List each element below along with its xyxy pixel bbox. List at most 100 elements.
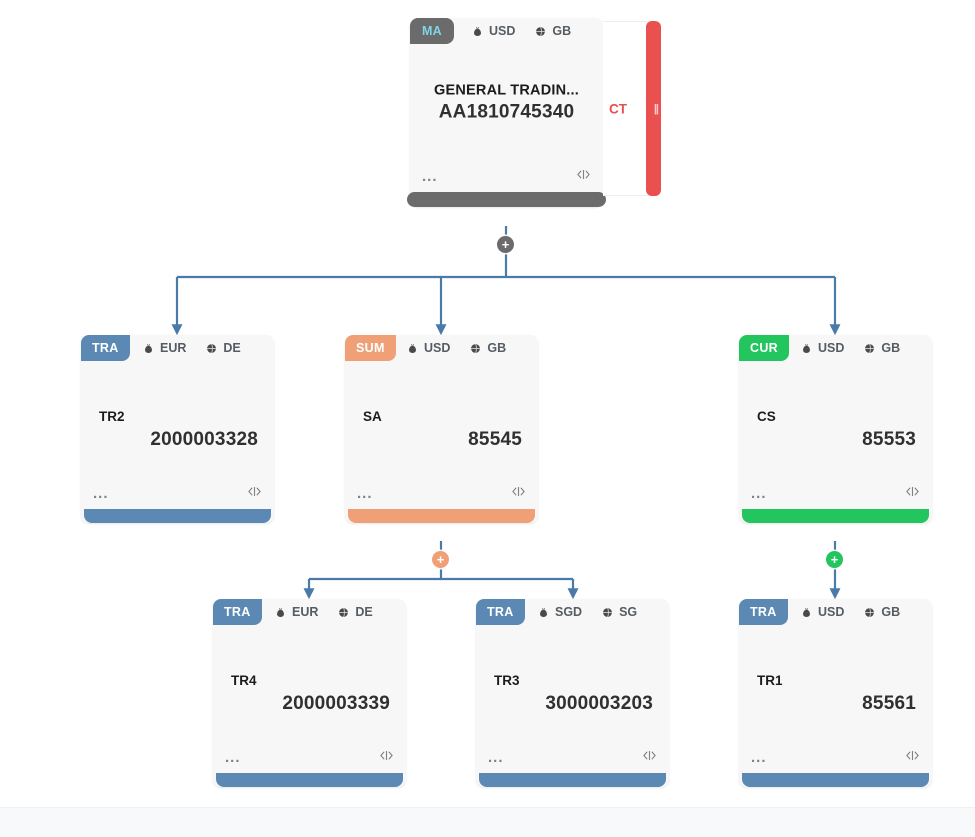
country-meta: DE bbox=[206, 341, 241, 355]
node-type-badge[interactable]: TRA bbox=[81, 335, 130, 361]
flag-label: CT bbox=[609, 101, 627, 116]
node-card-sum[interactable]: SUM USD GB SA 85545 .. bbox=[345, 335, 538, 523]
globe-icon bbox=[864, 607, 875, 618]
currency-label: EUR bbox=[292, 605, 319, 619]
currency-meta: USD bbox=[472, 24, 515, 38]
currency-meta: USD bbox=[407, 341, 450, 355]
node-body: TR2 2000003328 bbox=[81, 361, 274, 479]
country-label: DE bbox=[223, 341, 241, 355]
country-meta: SG bbox=[602, 605, 637, 619]
node-body: GENERAL TRADIN... AA1810745340 bbox=[410, 44, 603, 162]
node-type-badge[interactable]: TRA bbox=[213, 599, 262, 625]
node-account-number: 2000003328 bbox=[150, 429, 258, 450]
country-label: GB bbox=[881, 341, 901, 355]
ellipsis-icon[interactable]: ... bbox=[751, 749, 767, 766]
code-brackets-icon[interactable] bbox=[905, 748, 920, 768]
globe-icon bbox=[338, 607, 349, 618]
node-footer: ... bbox=[81, 479, 274, 509]
ellipsis-icon[interactable]: ... bbox=[93, 485, 109, 502]
currency-label: USD bbox=[489, 24, 516, 38]
country-label: GB bbox=[487, 341, 507, 355]
money-bag-icon bbox=[538, 607, 549, 618]
node-type-badge[interactable]: CUR bbox=[739, 335, 789, 361]
node-primary-text: GENERAL TRADIN... AA1810745340 bbox=[410, 83, 603, 124]
globe-icon bbox=[864, 343, 875, 354]
node-body: TR4 2000003339 bbox=[213, 625, 406, 743]
expand-children-button-sum[interactable]: + bbox=[432, 551, 449, 568]
country-meta: GB bbox=[535, 24, 571, 38]
currency-meta: EUR bbox=[143, 341, 186, 355]
country-meta: GB bbox=[864, 341, 900, 355]
node-account-number: 3000003203 bbox=[545, 693, 653, 714]
country-meta: GB bbox=[470, 341, 506, 355]
node-accent-bar bbox=[742, 509, 929, 523]
money-bag-icon bbox=[472, 26, 483, 37]
ellipsis-icon[interactable]: ... bbox=[357, 485, 373, 502]
country-label: SG bbox=[619, 605, 638, 619]
country-label: GB bbox=[881, 605, 901, 619]
node-header: TRA EUR DE bbox=[213, 599, 406, 625]
node-header: MA USD GB bbox=[410, 18, 603, 44]
money-bag-icon bbox=[407, 343, 418, 354]
node-sub-label: TR4 bbox=[231, 673, 257, 688]
node-card-tra-tr4[interactable]: TRA EUR DE TR4 2000003339 bbox=[213, 599, 406, 787]
node-footer: ... bbox=[739, 479, 932, 509]
node-type-badge[interactable]: TRA bbox=[739, 599, 788, 625]
node-accent-bar bbox=[479, 773, 666, 787]
code-brackets-icon[interactable] bbox=[642, 748, 657, 768]
ellipsis-icon[interactable]: ... bbox=[422, 168, 438, 185]
node-footer: ... bbox=[213, 743, 406, 773]
node-type-badge[interactable]: MA bbox=[410, 18, 454, 44]
globe-icon bbox=[206, 343, 217, 354]
node-sub-label: TR1 bbox=[757, 673, 783, 688]
node-meta-row: SGD SG bbox=[538, 599, 637, 625]
code-brackets-icon[interactable] bbox=[905, 484, 920, 504]
pause-icon: || bbox=[653, 102, 659, 115]
code-brackets-icon[interactable] bbox=[247, 484, 262, 504]
currency-label: EUR bbox=[160, 341, 187, 355]
ellipsis-icon[interactable]: ... bbox=[225, 749, 241, 766]
node-body: CS 85553 bbox=[739, 361, 932, 479]
node-footer: ... bbox=[345, 479, 538, 509]
node-meta-row: USD GB bbox=[801, 335, 900, 361]
node-meta-row: EUR DE bbox=[143, 335, 241, 361]
code-brackets-icon[interactable] bbox=[576, 167, 591, 187]
node-body: TR3 3000003203 bbox=[476, 625, 669, 743]
node-body: SA 85545 bbox=[345, 361, 538, 479]
expand-children-button-root[interactable]: + bbox=[497, 236, 514, 253]
node-card-tra-tr1[interactable]: TRA USD GB TR1 85561 . bbox=[739, 599, 932, 787]
code-brackets-icon[interactable] bbox=[379, 748, 394, 768]
expand-children-button-cur[interactable]: + bbox=[826, 551, 843, 568]
flag-strip bbox=[646, 21, 661, 196]
node-accent-bar bbox=[84, 509, 271, 523]
node-card-root[interactable]: CT || MA USD GB bbox=[407, 18, 661, 207]
root-status-flag[interactable]: CT || bbox=[603, 21, 661, 196]
node-accent-bar bbox=[742, 773, 929, 787]
ellipsis-icon[interactable]: ... bbox=[751, 485, 767, 502]
currency-label: USD bbox=[424, 341, 451, 355]
node-sub-label: SA bbox=[363, 409, 382, 424]
currency-meta: USD bbox=[801, 341, 844, 355]
node-card-cur[interactable]: CUR USD GB CS 85553 .. bbox=[739, 335, 932, 523]
globe-icon bbox=[470, 343, 481, 354]
ellipsis-icon[interactable]: ... bbox=[488, 749, 504, 766]
country-label: GB bbox=[552, 24, 572, 38]
code-brackets-icon[interactable] bbox=[511, 484, 526, 504]
money-bag-icon bbox=[143, 343, 154, 354]
node-footer: ... bbox=[410, 162, 603, 192]
bottom-panel-strip bbox=[0, 807, 975, 837]
currency-meta: USD bbox=[801, 605, 844, 619]
node-sub-label: TR2 bbox=[99, 409, 125, 424]
node-type-badge[interactable]: TRA bbox=[476, 599, 525, 625]
money-bag-icon bbox=[275, 607, 286, 618]
country-meta: GB bbox=[864, 605, 900, 619]
node-card-tra-tr3[interactable]: TRA SGD SG TR3 3000003203 bbox=[476, 599, 669, 787]
currency-meta: EUR bbox=[275, 605, 318, 619]
node-meta-row: USD GB bbox=[801, 599, 900, 625]
node-card-tra-left[interactable]: TRA EUR DE TR2 2000003328 bbox=[81, 335, 274, 523]
node-account-id: AA1810745340 bbox=[438, 101, 575, 123]
node-accent-bar bbox=[216, 773, 403, 787]
node-type-badge[interactable]: SUM bbox=[345, 335, 396, 361]
globe-icon bbox=[535, 26, 546, 37]
node-footer: ... bbox=[739, 743, 932, 773]
